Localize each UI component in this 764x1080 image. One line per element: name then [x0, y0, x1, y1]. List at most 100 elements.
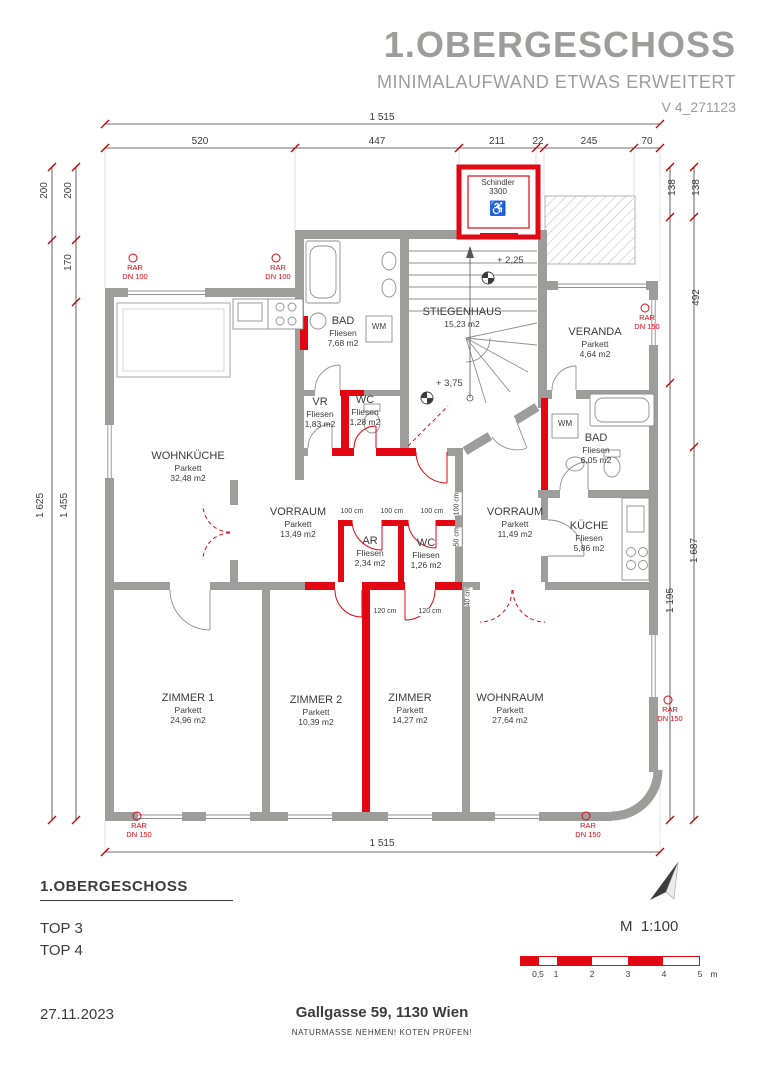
room-label-vr: VR Fliesen 1,83 m2 [304, 396, 336, 430]
dim-top-seg: 70 [641, 136, 653, 147]
room-label-veranda: VERANDA Parkett 4,64 m2 [568, 326, 622, 360]
rar-label: RAR DN 100 [122, 263, 148, 281]
scale-tick-label: 1 [553, 969, 559, 979]
toilet [603, 456, 621, 478]
sink [381, 251, 397, 271]
corridor-dim: 40 cm [464, 587, 473, 607]
elevator-label: Schindler 3300 [481, 178, 515, 197]
room-label-wc-top: WC Fliesen 1,28 m2 [349, 394, 381, 428]
level-marker-icons [420, 271, 495, 405]
page-title: 1.OBERGESCHOSS [383, 24, 736, 65]
stove-burner [275, 316, 285, 326]
room-label-wc-mid: WC Fliesen 1,26 m2 [410, 537, 442, 571]
dim-bottom-total: 1 515 [369, 838, 395, 849]
dim-left: 1 625 [35, 492, 47, 519]
walls-new [300, 316, 548, 812]
washing-machine-box [551, 413, 579, 439]
room-label-kueche: KÜCHE Fliesen 5,86 m2 [569, 520, 609, 554]
room-label-zimmer2: ZIMMER 2 Parkett 10,39 m2 [289, 694, 343, 728]
room-label-zimmer: ZIMMER Parkett 14,27 m2 [388, 692, 432, 726]
dim-top-seg: 22 [532, 136, 544, 147]
level-label-upper: + 2,25 [497, 255, 524, 266]
rar-label: RAR DN 150 [657, 705, 683, 723]
rar-label: RAR DN 150 [575, 821, 601, 839]
doors-dashed-openings [202, 504, 546, 623]
scale-tick-label: 4 [661, 969, 667, 979]
scale-bar [520, 956, 700, 966]
room-label-wohnkueche: WOHNKÜCHE Parkett 32,48 m2 [151, 450, 225, 484]
stove-burner [287, 316, 297, 326]
room-label-wohnraum: WOHNRAUM Parkett 27,64 m2 [476, 692, 544, 726]
hatched-roof-area [544, 195, 636, 265]
scale-tick-label: 2 [589, 969, 595, 979]
rar-label: RAR DN 100 [265, 263, 291, 281]
dim-right: 1 687 [689, 537, 701, 564]
version-label: V 4_271123 [661, 99, 736, 115]
rar-label: RAR DN 150 [634, 313, 660, 331]
kitchen-sink [626, 505, 645, 533]
stove-burner [626, 547, 636, 557]
rar-label: RAR DN 150 [126, 821, 152, 839]
stove-burner [275, 302, 285, 312]
stove-burner [638, 547, 648, 557]
elevator-shaft [456, 164, 541, 240]
room-label-vorraum-right: VORRAUM Parkett 11,49 m2 [486, 506, 544, 540]
rounded-corner-wall [611, 769, 663, 821]
washing-machine-label: WM [371, 322, 387, 331]
stair-walkline [466, 246, 474, 402]
dim-top-seg: 447 [368, 136, 386, 147]
corridor-dim: 100 cm [339, 508, 365, 516]
sink [381, 278, 397, 298]
entrance-diagonal-wall [462, 403, 540, 455]
dim-right: 138 [690, 179, 702, 196]
dim-left: 200 [38, 182, 50, 199]
demolition-dashed-line [407, 405, 449, 447]
kitchen-sink [237, 302, 263, 322]
staircase [409, 250, 538, 404]
stove-burner [638, 560, 648, 570]
toilet-tank [363, 403, 381, 412]
doors-existing [169, 364, 589, 631]
corridor-dim: 100 cm [379, 508, 405, 516]
boiler [309, 312, 327, 330]
page-subtitle: MINIMALAUFWAND ETWAS ERWEITERT [376, 72, 736, 92]
rar-drain-icons [128, 253, 673, 821]
scale-tick-label: 3 [625, 969, 631, 979]
stove-burner [626, 560, 636, 570]
corridor-dim: 50 cm [453, 527, 462, 547]
dim-left: 200 [62, 182, 74, 199]
dim-top-seg: 520 [191, 136, 209, 147]
footer-plan-title: 1.OBERGESCHOSS [40, 878, 233, 901]
north-arrow-icon [650, 861, 679, 900]
room-label-vorraum-left: VORRAUM Parkett 13,49 m2 [269, 506, 327, 540]
scale-tick-label: 0,5 [532, 969, 544, 979]
room-label-zimmer1: ZIMMER 1 Parkett 24,96 m2 [161, 692, 215, 726]
address-label: Gallgasse 59, 1130 Wien [295, 1004, 469, 1021]
corridor-dim: 120 cm [417, 608, 443, 616]
dim-top-seg: 245 [580, 136, 598, 147]
bay-window-outline [116, 302, 231, 378]
scale-unit-label: m [710, 969, 718, 979]
corridor-dim: 120 cm [372, 608, 398, 616]
room-label-bad-right: BAD Fliesen 6,05 m2 [580, 432, 612, 466]
scale-tick-label: 5 [697, 969, 703, 979]
fixtures [232, 240, 655, 581]
washing-machine-label: WM [557, 419, 573, 428]
dim-right: 492 [690, 289, 702, 306]
room-label-bad-top: BAD Fliesen 7,68 m2 [327, 315, 359, 349]
sink [565, 456, 585, 472]
date-label: 27.11.2023 [40, 1006, 114, 1023]
footer-top4-label: TOP 4 [40, 942, 83, 959]
windows [105, 281, 658, 821]
corridor-dim: 100 cm [453, 492, 462, 516]
wheelchair-icon: ♿ [489, 200, 507, 216]
extension-lines [104, 148, 661, 852]
corridor-dim: 100 cm [419, 508, 445, 516]
footer-top3-label: TOP 3 [40, 920, 83, 937]
dimension-lines [47, 119, 699, 857]
note-label: NATURMASSE NEHMEN! KOTEN PRÜFEN! [291, 1028, 473, 1037]
dim-right: 1 195 [665, 587, 677, 614]
dimension-ticks [47, 119, 699, 857]
